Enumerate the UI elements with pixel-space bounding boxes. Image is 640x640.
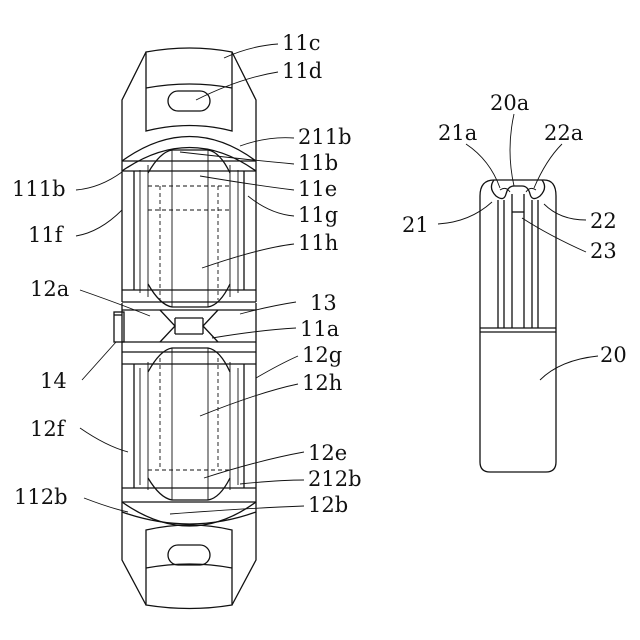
lower-body (122, 348, 256, 526)
label-20: 20 (600, 343, 627, 367)
label-11c: 11c (282, 31, 320, 55)
label-11h: 11h (298, 231, 338, 255)
left-assembly (114, 48, 256, 609)
label-12f: 12f (30, 417, 67, 441)
label-22: 22 (590, 209, 617, 233)
reference-labels: 11c 11d 211b 11b 111b 11e 11f 11g 11h 12… (12, 31, 627, 517)
right-assembly (480, 180, 556, 472)
label-12h: 12h (302, 371, 342, 395)
label-212b: 212b (308, 467, 362, 491)
top-end-cap (122, 48, 256, 161)
label-21: 21 (402, 213, 429, 237)
label-22a: 22a (544, 121, 583, 145)
label-14: 14 (40, 369, 67, 393)
label-11b: 11b (298, 151, 338, 175)
label-21a: 21a (438, 121, 477, 145)
label-111b: 111b (12, 177, 66, 201)
label-12g: 12g (302, 343, 342, 367)
label-13: 13 (310, 291, 337, 315)
label-211b: 211b (298, 125, 352, 149)
label-11g: 11g (298, 203, 338, 227)
label-11e: 11e (298, 177, 337, 201)
upper-body (122, 137, 256, 308)
label-23: 23 (590, 239, 617, 263)
label-11d: 11d (282, 59, 322, 83)
label-20a: 20a (490, 91, 529, 115)
label-112b: 112b (14, 485, 68, 509)
label-12b: 12b (308, 493, 348, 517)
label-12e: 12e (308, 441, 347, 465)
label-12a: 12a (30, 277, 69, 301)
label-11a: 11a (300, 317, 339, 341)
label-11f: 11f (28, 223, 65, 247)
